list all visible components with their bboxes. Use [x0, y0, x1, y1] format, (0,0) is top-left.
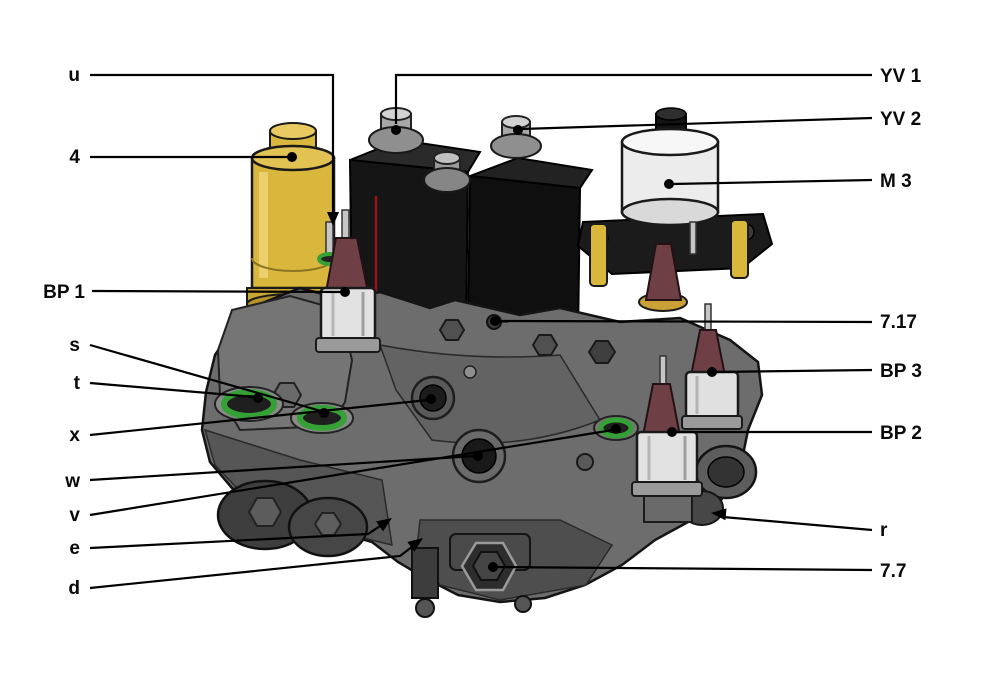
yv2-top-nut	[490, 115, 542, 159]
arrow-u	[327, 212, 339, 226]
left-outlet-ports	[216, 479, 369, 558]
component-bp3-valve	[681, 303, 743, 430]
callout-yv2: YV 2	[880, 109, 921, 130]
component-yv2-solenoid	[423, 115, 594, 342]
hex-bolt	[438, 319, 466, 341]
callout-yv1: YV 1	[880, 66, 922, 87]
callout-e: e	[69, 538, 80, 559]
component-bp2-valve	[631, 355, 703, 523]
callout-d: d	[68, 578, 80, 599]
arrow-r	[711, 508, 727, 521]
arrow-e	[376, 518, 392, 532]
component-yv1-solenoid	[348, 107, 482, 332]
callout-7-17: 7.17	[880, 312, 917, 333]
callout-bp2: BP 2	[880, 423, 922, 444]
callout-labels: u 4 BP 1 s t x w v e d YV 1 YV 2 M 3 7.1…	[43, 65, 922, 599]
callout-4: 4	[69, 147, 80, 168]
leader-lines	[89, 73, 873, 590]
callout-w: w	[64, 471, 80, 492]
hex-bolt	[587, 340, 617, 364]
yellow-stud-left	[589, 223, 608, 287]
callout-t: t	[74, 373, 81, 394]
arrow-d	[407, 538, 423, 552]
callout-v: v	[69, 505, 80, 526]
plug-7-7	[449, 533, 531, 592]
callout-7-7: 7.7	[880, 561, 906, 582]
callout-r: r	[880, 520, 888, 541]
middle-nut	[423, 151, 471, 193]
m3-poppet-cone	[644, 243, 683, 301]
callout-m3: M 3	[880, 171, 912, 192]
oring-s	[290, 402, 354, 434]
callout-s: s	[69, 335, 80, 356]
callout-u: u	[68, 65, 80, 86]
callout-bp3: BP 3	[880, 361, 922, 382]
component-m3-motor	[576, 107, 774, 312]
component-4-yellow-cap	[246, 122, 340, 315]
hex-bolt	[531, 334, 559, 356]
callout-bp1: BP 1	[43, 282, 85, 303]
callout-x: x	[69, 425, 80, 446]
yellow-stud-right	[730, 219, 749, 279]
